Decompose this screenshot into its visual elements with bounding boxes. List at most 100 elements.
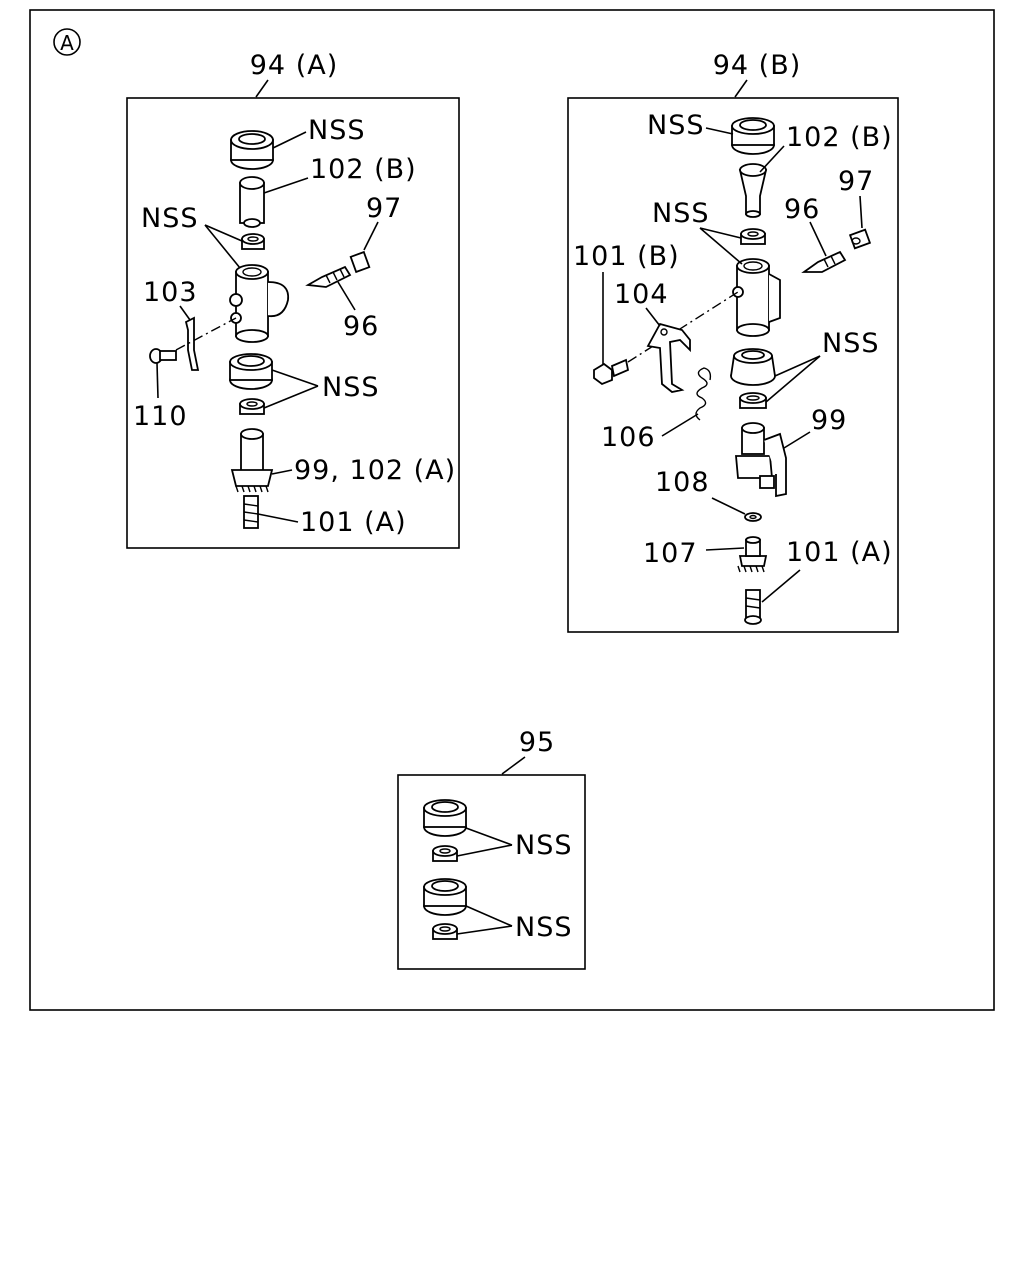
label-108: 108 bbox=[655, 467, 710, 498]
leader-line bbox=[761, 569, 801, 603]
bracket-part bbox=[184, 316, 200, 371]
lever-piston-part bbox=[735, 422, 787, 498]
seal-part bbox=[423, 799, 467, 837]
seal-part bbox=[230, 130, 274, 170]
group-94a: 94 (A) bbox=[126, 50, 460, 549]
lower-seal-part bbox=[730, 348, 776, 386]
group-frame-94b bbox=[567, 97, 899, 633]
label-101a: 101 (A) bbox=[786, 537, 893, 568]
leader-line bbox=[156, 362, 159, 399]
label-101a: 101 (A) bbox=[300, 507, 407, 538]
label-nss: NSS bbox=[308, 115, 365, 146]
adjust-screw-part bbox=[744, 589, 762, 625]
label-97: 97 bbox=[838, 166, 874, 197]
group-frame-94a bbox=[126, 97, 460, 549]
assembly-axis bbox=[627, 291, 739, 363]
washer-part bbox=[432, 923, 458, 940]
leader-line bbox=[257, 513, 299, 523]
title-leader bbox=[255, 79, 269, 98]
adjust-screw-part bbox=[243, 495, 259, 529]
valve-piston-part bbox=[239, 176, 265, 228]
view-marker-circle bbox=[53, 28, 81, 56]
assembly-axis bbox=[175, 317, 237, 351]
seal-part bbox=[423, 878, 467, 916]
label-nss: NSS bbox=[322, 372, 379, 403]
group-title-95: 95 bbox=[519, 727, 555, 758]
title-leader bbox=[734, 79, 748, 98]
leader-line bbox=[705, 127, 734, 135]
group-frame-95 bbox=[397, 774, 586, 970]
seal-part bbox=[731, 117, 775, 155]
leader-line bbox=[465, 827, 513, 846]
group-95: 95 NSS NSS bbox=[397, 727, 586, 970]
valve-body-part bbox=[229, 264, 290, 343]
outer-frame bbox=[29, 9, 995, 1011]
view-marker: A bbox=[60, 31, 74, 55]
leader-line bbox=[765, 355, 821, 403]
leader-line bbox=[661, 413, 699, 437]
leader-line bbox=[759, 145, 785, 173]
label-101b: 101 (B) bbox=[573, 241, 680, 272]
leader-line bbox=[263, 385, 319, 409]
leader-line bbox=[699, 227, 742, 239]
label-nss: NSS bbox=[141, 203, 198, 234]
leader-line bbox=[363, 221, 379, 251]
screw-part bbox=[149, 348, 177, 364]
label-nss: NSS bbox=[647, 110, 704, 141]
leader-line bbox=[705, 547, 745, 551]
washer-part bbox=[739, 392, 767, 409]
group-title-94b: 94 (B) bbox=[713, 50, 802, 81]
cap-part bbox=[848, 228, 872, 250]
washer-part bbox=[432, 845, 458, 862]
spring-part bbox=[695, 367, 712, 421]
small-washer-part bbox=[744, 512, 762, 522]
leader-line bbox=[783, 431, 811, 449]
gear-piston-part bbox=[230, 428, 274, 493]
label-96: 96 bbox=[784, 194, 820, 225]
leader-line bbox=[809, 221, 827, 257]
label-99: 99 bbox=[811, 405, 847, 436]
label-104: 104 bbox=[614, 279, 669, 310]
leader-line bbox=[272, 131, 307, 149]
label-99-102a: 99, 102 (A) bbox=[294, 455, 456, 486]
label-nss: NSS bbox=[652, 198, 709, 229]
gear-part bbox=[737, 536, 768, 573]
label-96: 96 bbox=[343, 311, 379, 342]
label-nss: NSS bbox=[515, 912, 572, 943]
leader-line bbox=[465, 905, 513, 927]
small-ring-part bbox=[740, 228, 766, 245]
title-leader bbox=[501, 756, 526, 775]
leader-line bbox=[271, 369, 319, 387]
label-97: 97 bbox=[366, 193, 402, 224]
leader-line bbox=[456, 844, 513, 857]
bolt-part bbox=[593, 358, 630, 386]
leader-line bbox=[456, 925, 513, 935]
leader-line bbox=[859, 195, 863, 229]
valve-body-part bbox=[732, 258, 781, 337]
bracket-part bbox=[646, 322, 691, 393]
lower-seal-part bbox=[229, 353, 273, 390]
label-102b: 102 (B) bbox=[310, 154, 417, 185]
label-110: 110 bbox=[133, 401, 188, 432]
label-106: 106 bbox=[601, 422, 656, 453]
label-107: 107 bbox=[643, 538, 698, 569]
leader-line bbox=[337, 281, 356, 311]
leader-line bbox=[711, 497, 746, 515]
leader-line bbox=[271, 469, 293, 475]
leader-line bbox=[774, 355, 821, 377]
group-94b: 94 (B) bbox=[567, 50, 899, 633]
label-102b: 102 (B) bbox=[786, 122, 893, 153]
valve-piston-part bbox=[738, 163, 768, 218]
leader-line bbox=[699, 227, 743, 265]
cap-part bbox=[349, 250, 371, 274]
leader-line bbox=[263, 177, 309, 194]
leader-line bbox=[204, 224, 241, 269]
washer-part bbox=[239, 398, 265, 415]
label-nss: NSS bbox=[822, 328, 879, 359]
label-nss: NSS bbox=[515, 830, 572, 861]
label-103: 103 bbox=[143, 277, 198, 308]
nipple-fitting-part bbox=[801, 250, 847, 273]
group-title-94a: 94 (A) bbox=[250, 50, 338, 81]
leader-line bbox=[645, 307, 661, 327]
